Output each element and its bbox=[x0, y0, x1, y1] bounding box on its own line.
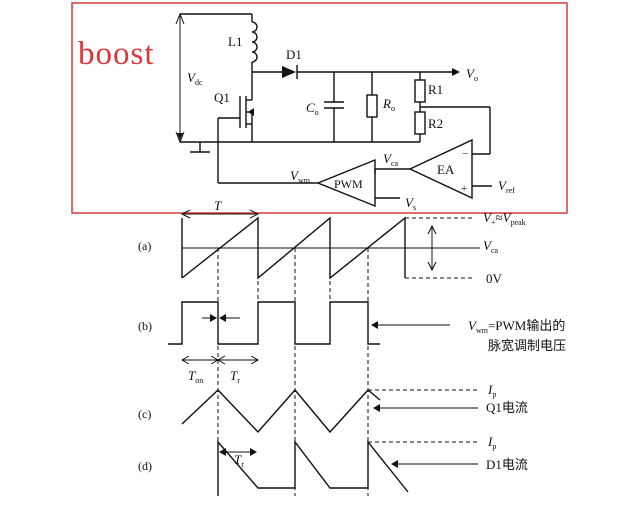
svg-text:0V: 0V bbox=[486, 271, 503, 286]
svg-text:R2: R2 bbox=[428, 116, 443, 131]
row-a: (a) V+≈Vpeak Vca 0V bbox=[138, 210, 526, 286]
svg-text:Vwm=PWM输出的: Vwm=PWM输出的 bbox=[468, 318, 565, 335]
svg-text:Co: Co bbox=[306, 100, 319, 117]
period-marker: T bbox=[180, 198, 260, 219]
svg-text:Vca: Vca bbox=[383, 151, 399, 168]
svg-text:(c): (c) bbox=[138, 407, 151, 421]
svg-text:Vref: Vref bbox=[498, 178, 515, 195]
waveforms: T (a) V+≈Vpeak Vca 0V (b) bbox=[138, 198, 566, 496]
diode-d1: D1 bbox=[282, 47, 420, 79]
svg-text:−: − bbox=[462, 148, 468, 160]
svg-text:+: + bbox=[461, 183, 467, 195]
svg-text:D1: D1 bbox=[286, 47, 302, 62]
svg-text:D1电流: D1电流 bbox=[486, 457, 528, 472]
svg-text:脉宽调制电压: 脉宽调制电压 bbox=[488, 338, 566, 353]
svg-text:Vs: Vs bbox=[405, 195, 416, 212]
circuit-title: boost bbox=[78, 36, 155, 72]
pwm-comparator: PWM Vca Vs Vwm bbox=[217, 118, 416, 212]
svg-text:Ton: Ton bbox=[188, 368, 203, 385]
mosfet-q1: Q1 bbox=[214, 90, 254, 142]
error-amplifier: EA − + Vref bbox=[408, 138, 515, 200]
svg-text:Q1电流: Q1电流 bbox=[486, 400, 528, 415]
ground-symbol bbox=[190, 142, 210, 153]
svg-text:Ip: Ip bbox=[487, 434, 496, 451]
inductor-l1: L1 bbox=[228, 14, 258, 72]
svg-text:PWM: PWM bbox=[334, 177, 363, 191]
svg-text:Ro: Ro bbox=[382, 96, 395, 113]
svg-text:Ip: Ip bbox=[487, 382, 496, 399]
svg-text:R1: R1 bbox=[428, 82, 443, 97]
circuit: boost Vdc L1 D1 bbox=[71, 2, 568, 214]
svg-text:Tr: Tr bbox=[234, 452, 244, 469]
svg-text:(d): (d) bbox=[138, 459, 152, 473]
circuit-frame bbox=[71, 2, 568, 214]
svg-text:Vca: Vca bbox=[483, 238, 499, 255]
row-c: (c) Ip Q1电流 bbox=[138, 382, 528, 434]
svg-text:Q1: Q1 bbox=[214, 90, 230, 105]
svg-text:(a): (a) bbox=[138, 239, 151, 253]
capacitor-co: Co bbox=[306, 72, 344, 142]
svg-text:(b): (b) bbox=[138, 319, 152, 333]
svg-text:T: T bbox=[214, 198, 222, 213]
svg-text:Vwm: Vwm bbox=[290, 168, 311, 185]
svg-text:V+≈Vpeak: V+≈Vpeak bbox=[483, 210, 526, 227]
svg-text:Vdc: Vdc bbox=[187, 70, 203, 87]
svg-text:Vo: Vo bbox=[466, 66, 478, 83]
svg-text:Tr: Tr bbox=[230, 368, 240, 385]
vdc-source: Vdc bbox=[175, 12, 203, 144]
svg-text:EA: EA bbox=[437, 162, 455, 177]
resistor-divider: R1 R2 bbox=[414, 72, 491, 155]
vo-output: Vo bbox=[420, 66, 478, 83]
row-b: (b) Vwm=PWM输出的 脉宽调制电压 Ton Tr bbox=[138, 301, 566, 385]
svg-text:L1: L1 bbox=[228, 34, 242, 49]
resistor-ro: Ro bbox=[366, 72, 395, 142]
row-d: (d) Tr Ip D1电流 bbox=[138, 434, 528, 496]
